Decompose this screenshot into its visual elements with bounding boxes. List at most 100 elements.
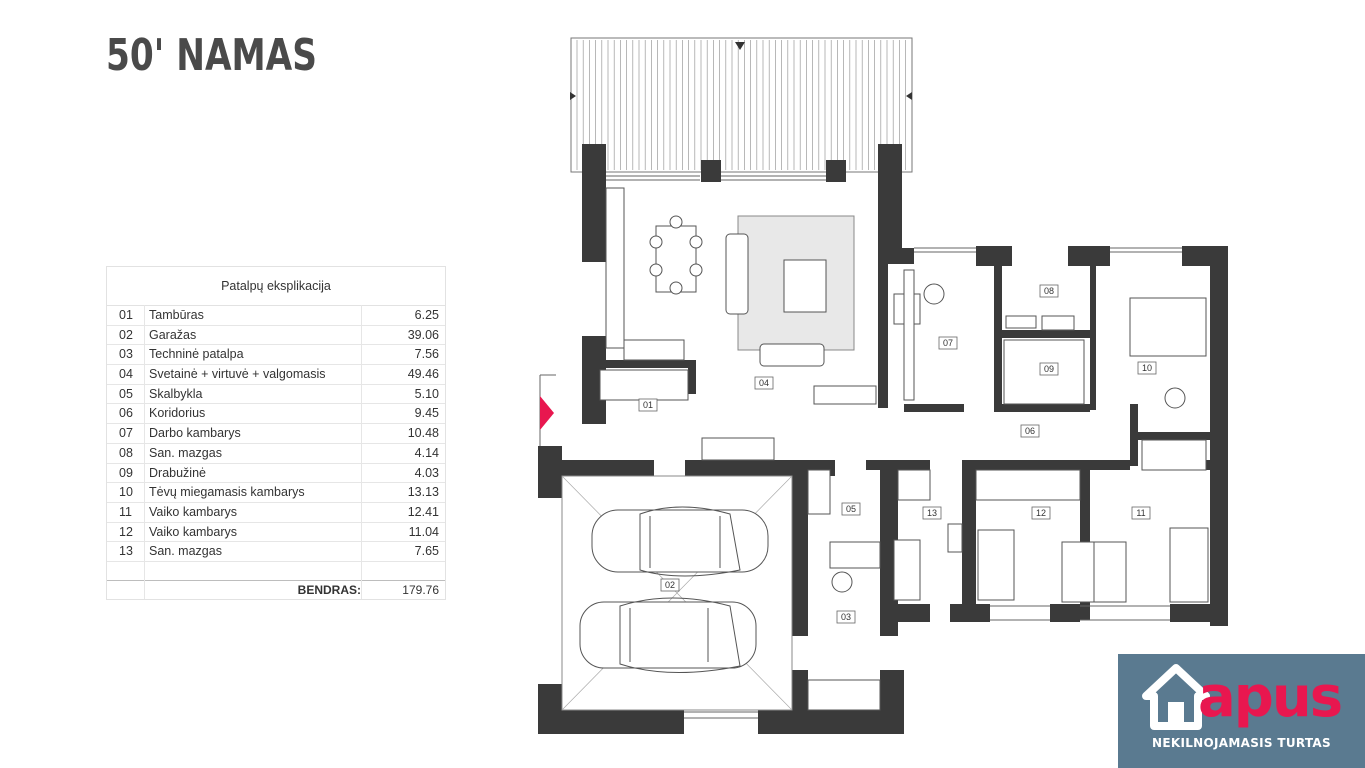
room-code: 08 xyxy=(119,445,133,460)
room-name: Drabužinė xyxy=(149,465,206,480)
room-code: 03 xyxy=(119,347,133,362)
room-area: 7.65 xyxy=(414,544,439,559)
table-row: 09 Drabužinė 4.03 xyxy=(107,464,445,484)
room-area: 13.13 xyxy=(407,485,439,500)
table-total-row: BENDRAS: 179.76 xyxy=(107,581,445,599)
room-label: 09 xyxy=(1039,362,1059,376)
table-row: 03 Techninė patalpa 7.56 xyxy=(107,345,445,366)
column-divider xyxy=(361,305,362,599)
garage xyxy=(561,475,793,711)
table-blank-row xyxy=(107,562,445,581)
room-name: Vaiko kambarys xyxy=(149,504,237,519)
room-label: 08 xyxy=(1039,284,1059,298)
room-code: 05 xyxy=(119,386,133,401)
entrance-marker-icon xyxy=(540,396,554,430)
terrace xyxy=(570,37,913,173)
room-label: 03 xyxy=(836,610,856,624)
room-area: 4.14 xyxy=(414,445,439,460)
room-label: 12 xyxy=(1031,506,1051,520)
house-logo-icon xyxy=(1142,664,1210,730)
room-name: Vaiko kambarys xyxy=(149,524,237,539)
room-area: 4.03 xyxy=(414,465,439,480)
room-name: Koridorius xyxy=(149,406,206,421)
room-label-text: 04 xyxy=(759,378,769,388)
arrow-marker-icon xyxy=(906,92,912,100)
room-label-text: 09 xyxy=(1044,364,1054,374)
room-label: 06 xyxy=(1020,424,1040,438)
room-name: Techninė patalpa xyxy=(149,347,244,362)
car-icon xyxy=(579,597,757,673)
page-title: 50' NAMAS xyxy=(106,30,317,81)
table-row: 01 Tambūras 6.25 xyxy=(107,306,445,326)
room-code: 01 xyxy=(119,308,133,322)
table-row: 02 Garažas 39.06 xyxy=(107,326,445,346)
room-code: 06 xyxy=(119,406,133,421)
room-name: San. mazgas xyxy=(149,445,222,460)
table-row: 11 Vaiko kambarys 12.41 xyxy=(107,503,445,523)
column-divider xyxy=(144,305,145,599)
logo-word: apus xyxy=(1198,665,1343,730)
room-label-text: 02 xyxy=(665,580,675,590)
room-code: 10 xyxy=(119,485,133,500)
arrow-marker-icon xyxy=(570,92,576,100)
arrow-marker-icon xyxy=(735,42,745,50)
room-code: 07 xyxy=(119,426,133,441)
room-name: San. mazgas xyxy=(149,544,222,559)
room-area: 7.56 xyxy=(414,347,439,362)
room-area: 5.10 xyxy=(414,386,439,401)
table-row: 13 San. mazgas 7.65 xyxy=(107,542,445,562)
table-row: 08 San. mazgas 4.14 xyxy=(107,444,445,464)
room-label: 02 xyxy=(660,578,680,592)
room-label: 11 xyxy=(1131,506,1151,520)
table-row: 05 Skalbykla 5.10 xyxy=(107,385,445,405)
room-label-text: 01 xyxy=(643,400,653,410)
room-name: Tėvų miegamasis kambarys xyxy=(149,485,305,500)
total-value: 179.76 xyxy=(402,582,439,597)
table-header: Patalpų eksplikacija xyxy=(107,267,445,306)
room-label-text: 13 xyxy=(927,508,937,518)
room-code: 02 xyxy=(119,327,133,342)
room-name: Skalbykla xyxy=(149,386,203,401)
room-label: 04 xyxy=(754,376,774,390)
room-area: 11.04 xyxy=(408,524,439,539)
table-row: 10 Tėvų miegamasis kambarys 13.13 xyxy=(107,483,445,503)
room-label-text: 07 xyxy=(943,338,953,348)
room-label-text: 11 xyxy=(1136,508,1145,518)
room-explication-table: Patalpų eksplikacija 01 Tambūras 6.25 02 Gar… xyxy=(106,266,446,600)
room-code: 04 xyxy=(119,367,133,382)
room-area: 12.41 xyxy=(407,504,439,519)
room-label: 01 xyxy=(638,398,658,412)
room-area: 6.25 xyxy=(414,308,439,322)
brand-logo: apus NEKILNOJAMASIS TURTAS xyxy=(1118,654,1365,768)
car-icon xyxy=(591,506,769,577)
walls xyxy=(538,144,1228,734)
table-row: 12 Vaiko kambarys 11.04 xyxy=(107,523,445,543)
room-area: 49.46 xyxy=(407,367,439,382)
floor-plan: 01 02 03 04 05 06 07 08 09 10 11 12 13 xyxy=(538,37,1228,734)
room-label-text: 06 xyxy=(1025,426,1035,436)
total-label: BENDRAS: xyxy=(297,582,361,597)
room-area: 10.48 xyxy=(407,426,439,441)
room-label-text: 03 xyxy=(841,612,851,622)
room-label: 07 xyxy=(938,336,958,350)
room-labels: 01 02 03 04 05 06 07 08 09 10 11 12 13 xyxy=(638,284,1157,624)
room-label-text: 08 xyxy=(1044,286,1054,296)
room-name: Darbo kambarys xyxy=(149,426,241,441)
room-name: Tambūras xyxy=(149,308,204,322)
room-label: 13 xyxy=(922,506,942,520)
room-name: Garažas xyxy=(149,327,197,342)
table-row: 06 Koridorius 9.45 xyxy=(107,404,445,425)
table-row: 07 Darbo kambarys 10.48 xyxy=(107,424,445,444)
living-furniture xyxy=(605,187,877,405)
room-name: Svetainė + virtuvė + valgomasis xyxy=(149,367,326,382)
room-code: 11 xyxy=(119,504,132,519)
room-label: 05 xyxy=(841,502,861,516)
room-area: 39.06 xyxy=(407,327,439,342)
room-label-text: 12 xyxy=(1036,508,1046,518)
room-code: 12 xyxy=(119,524,133,539)
logo-subtitle: NEKILNOJAMASIS TURTAS xyxy=(1152,736,1331,750)
room-code: 09 xyxy=(119,465,133,480)
room-code: 13 xyxy=(119,544,133,559)
room-area: 9.45 xyxy=(414,406,439,421)
room-label-text: 10 xyxy=(1142,363,1152,373)
